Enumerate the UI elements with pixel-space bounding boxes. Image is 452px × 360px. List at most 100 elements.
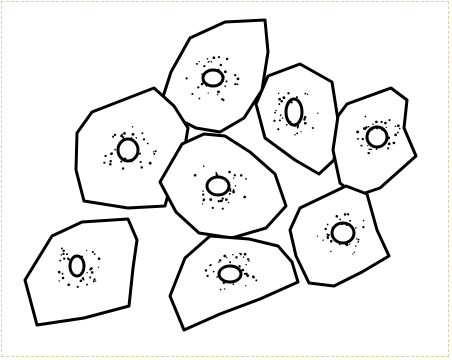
cytoplasm-granule bbox=[222, 208, 224, 210]
cytoplasm-granule bbox=[132, 133, 135, 136]
cytoplasm-granule bbox=[286, 124, 288, 126]
cytoplasm-granule bbox=[357, 138, 359, 140]
cytoplasm-granule bbox=[296, 132, 298, 134]
cytoplasm-granule bbox=[217, 94, 218, 95]
cytoplasm-granule bbox=[317, 236, 318, 237]
cytoplasm-granule bbox=[86, 272, 87, 273]
cytoplasm-granule bbox=[388, 138, 390, 140]
cytoplasm-granule bbox=[278, 93, 279, 94]
cytoplasm-granule bbox=[120, 158, 122, 160]
cytoplasm-granule bbox=[245, 285, 246, 286]
cytoplasm-granule bbox=[275, 110, 276, 111]
cytoplasm-granule bbox=[211, 61, 213, 63]
cytoplasm-granule bbox=[120, 135, 123, 138]
cytoplasm-granule bbox=[333, 237, 335, 239]
cytoplasm-granule bbox=[240, 174, 243, 177]
cytoplasm-granule bbox=[233, 177, 234, 178]
cytoplasm-granule bbox=[280, 114, 282, 116]
cytoplasm-granule bbox=[81, 256, 83, 258]
cytoplasm-granule bbox=[109, 160, 111, 162]
cytoplasm-granule bbox=[205, 269, 207, 271]
cytoplasm-granule bbox=[149, 162, 152, 165]
cytoplasm-granule bbox=[304, 122, 307, 125]
cytoplasm-granule bbox=[384, 122, 387, 125]
cytoplasm-granule bbox=[140, 166, 143, 169]
cytoplasm-granule bbox=[226, 58, 228, 60]
cytoplasm-granule bbox=[394, 134, 397, 137]
cytoplasm-granule bbox=[386, 127, 387, 128]
cytoplasm-granule bbox=[397, 124, 400, 127]
cytoplasm-granule bbox=[67, 257, 69, 259]
cytoplasm-granule bbox=[332, 227, 334, 229]
cytoplasm-granule bbox=[202, 81, 205, 84]
cytoplasm-granule bbox=[294, 134, 296, 136]
cytoplasm-granule bbox=[82, 277, 84, 279]
cytoplasm-granule bbox=[288, 103, 290, 105]
cytoplasm-granule bbox=[58, 271, 61, 274]
cytoplasm-granule bbox=[217, 69, 220, 72]
cytoplasm-granule bbox=[399, 128, 401, 130]
cytoplasm-granule bbox=[243, 196, 246, 199]
cytoplasm-granule bbox=[375, 121, 378, 124]
cytoplasm-granule bbox=[62, 277, 65, 280]
cytoplasm-granule bbox=[124, 158, 126, 160]
cytoplasm-granule bbox=[223, 255, 226, 258]
cytoplasm-granule bbox=[356, 238, 357, 239]
cytoplasm-granule bbox=[135, 137, 137, 139]
cytoplasm-granule bbox=[77, 286, 79, 288]
cytoplasm-granule bbox=[220, 289, 222, 291]
cytoplasm-granule bbox=[344, 213, 347, 216]
cytoplasm-granule bbox=[98, 257, 101, 260]
cytoplasm-granule bbox=[208, 62, 209, 63]
cytoplasm-granule bbox=[229, 193, 231, 195]
cytoplasm-granule bbox=[237, 83, 239, 85]
cytoplasm-granule bbox=[224, 288, 225, 289]
cytoplasm-granule bbox=[362, 138, 364, 140]
cytoplasm-granule bbox=[155, 150, 157, 152]
cytoplasm-granule bbox=[229, 261, 231, 263]
cytoplasm-granule bbox=[388, 119, 390, 121]
cytoplasm-granule bbox=[365, 128, 367, 130]
cytoplasm-granule bbox=[347, 213, 349, 215]
cytoplasm-granule bbox=[339, 219, 341, 221]
cells-layer bbox=[25, 20, 416, 330]
cytoplasm-granule bbox=[222, 197, 224, 199]
cytoplasm-granule bbox=[62, 250, 64, 252]
cytoplasm-granule bbox=[203, 165, 205, 167]
cytoplasm-granule bbox=[241, 269, 244, 272]
cytoplasm-granule bbox=[235, 185, 237, 187]
cytoplasm-granule bbox=[234, 174, 236, 176]
cytoplasm-granule bbox=[234, 83, 236, 85]
cytoplasm-granule bbox=[217, 91, 220, 94]
cytoplasm-granule bbox=[304, 93, 306, 95]
cytoplasm-granule bbox=[294, 126, 296, 128]
cytoplasm-granule bbox=[80, 256, 81, 257]
cytoplasm-granule bbox=[216, 173, 219, 176]
cytoplasm-granule bbox=[224, 85, 226, 87]
cytoplasm-granule bbox=[86, 250, 87, 251]
cytoplasm-granule bbox=[67, 283, 70, 286]
cytoplasm-granule bbox=[290, 121, 291, 122]
cytoplasm-granule bbox=[95, 280, 96, 281]
cytoplasm-granule bbox=[59, 260, 61, 262]
cytoplasm-granule bbox=[209, 198, 212, 201]
cytoplasm-granule bbox=[218, 200, 220, 202]
cytoplasm-granule bbox=[219, 259, 221, 261]
cytoplasm-granule bbox=[304, 116, 307, 119]
cytoplasm-granule bbox=[233, 283, 235, 285]
cytoplasm-granule bbox=[245, 264, 247, 266]
cytoplasm-granule bbox=[387, 147, 389, 149]
cytoplasm-granule bbox=[232, 191, 235, 194]
cytoplasm-granule bbox=[355, 245, 357, 247]
cytoplasm-granule bbox=[139, 153, 141, 155]
cytoplasm-granule bbox=[208, 181, 210, 183]
cytoplasm-granule bbox=[212, 207, 214, 209]
cytoplasm-granule bbox=[372, 123, 373, 124]
cytoplasm-granule bbox=[239, 266, 241, 268]
cytoplasm-granule bbox=[367, 145, 368, 146]
cytoplasm-granule bbox=[357, 241, 359, 243]
cytoplasm-granule bbox=[208, 92, 209, 93]
cytoplasm-granule bbox=[286, 119, 288, 121]
cytoplasm-granule bbox=[358, 239, 360, 241]
